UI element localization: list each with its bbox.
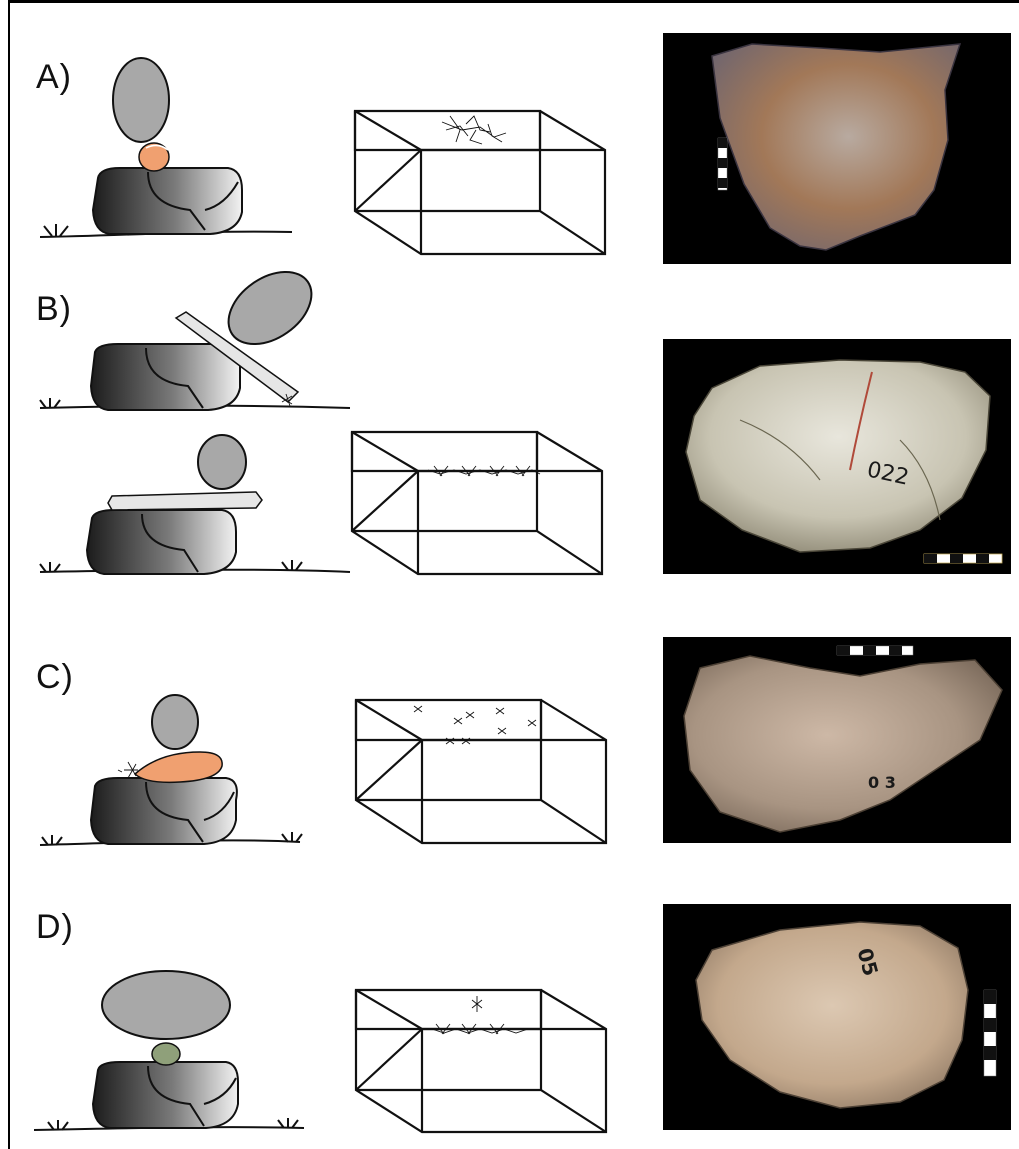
- grass-tuft: [40, 398, 60, 408]
- panel-c-photo: 0 3: [663, 637, 1011, 843]
- panel-c-box: [356, 700, 606, 843]
- anvil-stone: [93, 1062, 238, 1128]
- anvil-stone: [87, 510, 236, 574]
- wooden-plank: [108, 492, 262, 510]
- anvil-stone: [91, 778, 237, 844]
- grass-tuft: [44, 224, 68, 236]
- panel-b-box: [352, 432, 602, 574]
- anvil-stone: [91, 344, 240, 410]
- anvil-stone: [93, 168, 242, 234]
- impact-marks: [118, 762, 138, 778]
- scale-bar-d: [984, 990, 996, 1076]
- panel-d-box: [356, 990, 606, 1132]
- panel-a-sketch: [40, 58, 292, 237]
- hammerstone: [113, 58, 169, 142]
- impact-marks: [442, 116, 506, 144]
- panel-b-sketch-bottom: [40, 435, 350, 574]
- scale-bar-a: [718, 138, 727, 190]
- impact-marks: [414, 706, 536, 744]
- quartz-core: [135, 752, 222, 782]
- quartz-pebble: [152, 1043, 180, 1065]
- hammerstone: [102, 971, 230, 1039]
- artifact-mark-c: 0 3: [868, 773, 896, 792]
- scale-bar-c: [837, 646, 913, 655]
- panel-a-box: [355, 111, 605, 254]
- hammerstone: [152, 695, 198, 749]
- hammerstone: [198, 435, 246, 489]
- panel-b-photo: 022: [663, 339, 1011, 574]
- panel-d-photo: 05: [663, 904, 1011, 1130]
- panel-c-sketch: [40, 695, 302, 845]
- scale-bar-b: [924, 554, 1002, 563]
- panel-b-sketch-top: [40, 257, 350, 410]
- panel-a-photo: [663, 33, 1011, 264]
- panel-d-sketch: [34, 971, 304, 1130]
